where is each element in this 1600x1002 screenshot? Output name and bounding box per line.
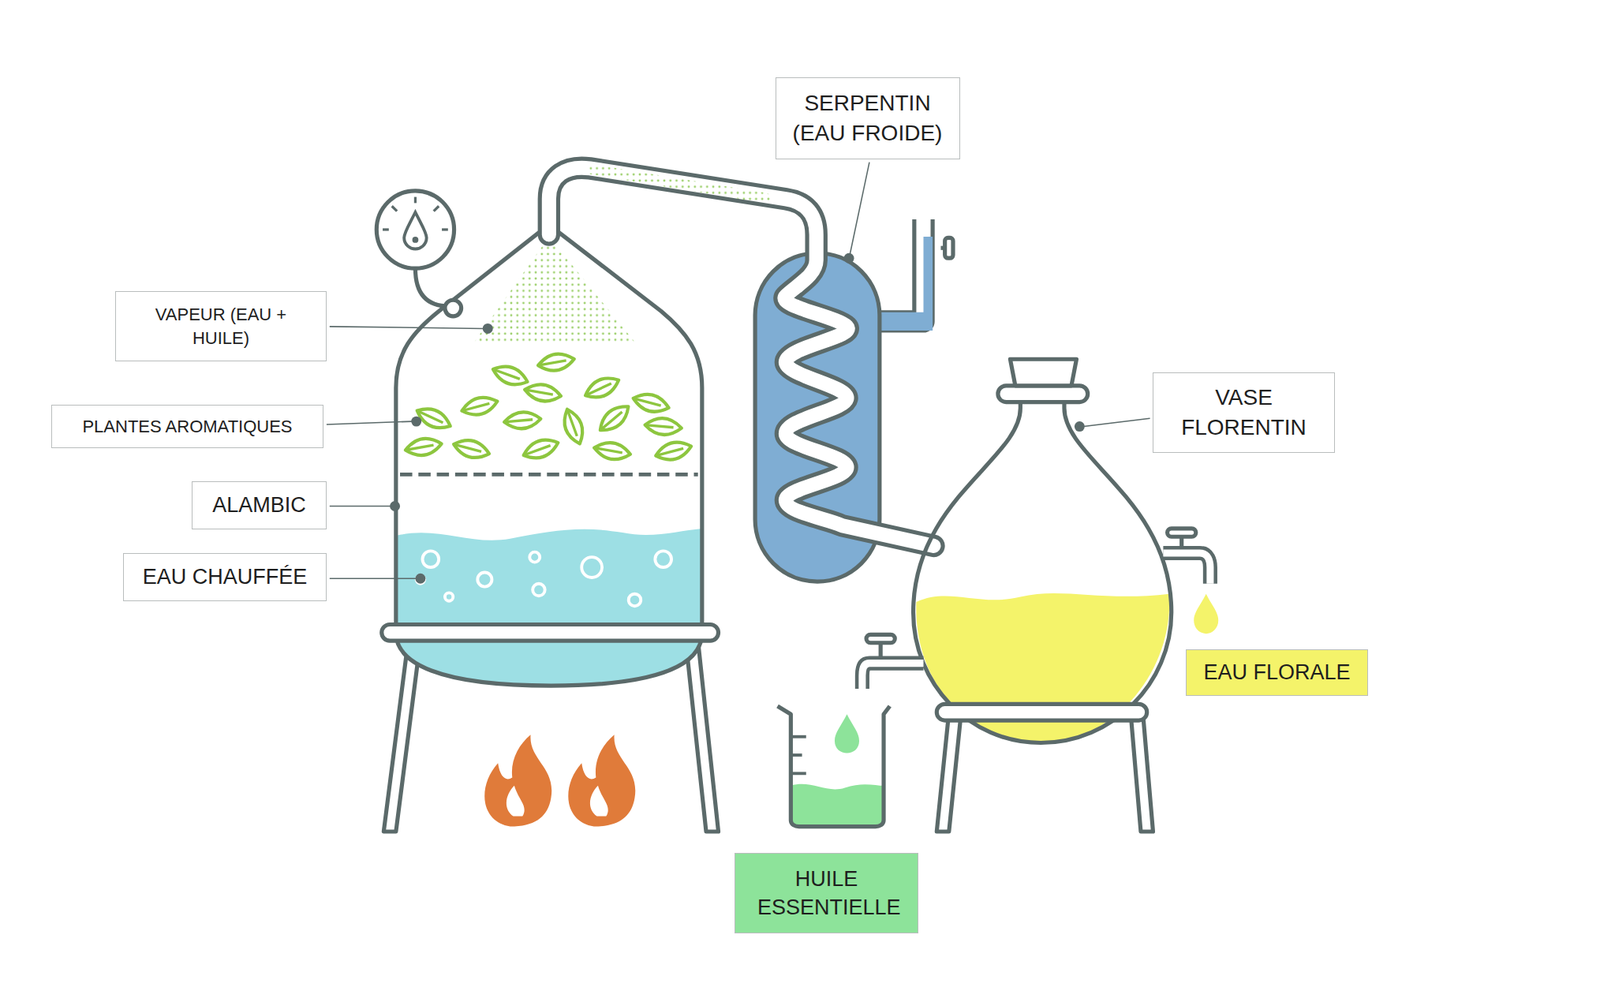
label-text: EAU FLORALE xyxy=(1203,657,1350,687)
condenser-label: SERPENTIN (EAU FROIDE) xyxy=(775,77,961,160)
beaker xyxy=(777,706,890,827)
essential-oil-label: HUILE ESSENTIELLE xyxy=(734,852,919,934)
alembic-label: ALAMBIC xyxy=(191,481,327,530)
water-label: EAU CHAUFFÉE xyxy=(123,553,327,602)
leader-lines xyxy=(326,162,1151,584)
label-text: VASE FLORENTIN xyxy=(1169,382,1320,443)
label-text: EAU CHAUFFÉE xyxy=(142,562,308,591)
vapor-label: VAPEUR (EAU + HUILE) xyxy=(115,291,327,362)
label-text: HUILE ESSENTIELLE xyxy=(757,864,896,923)
label-text: SERPENTIN (EAU FROIDE) xyxy=(785,88,951,149)
floral-water-label: EAU FLORALE xyxy=(1185,649,1369,696)
label-text: ALAMBIC xyxy=(212,490,307,520)
plants-label: PLANTES AROMATIQUES xyxy=(51,404,324,449)
vase-label: VASE FLORENTIN xyxy=(1152,372,1335,453)
aromatic-leaves xyxy=(403,351,694,464)
label-text: PLANTES AROMATIQUES xyxy=(82,414,292,439)
alambic xyxy=(381,232,719,686)
pressure-gauge xyxy=(376,190,461,317)
flames xyxy=(484,734,636,827)
label-text: VAPEUR (EAU + HUILE) xyxy=(145,302,296,350)
vapor-pipe-and-coil xyxy=(549,168,935,546)
